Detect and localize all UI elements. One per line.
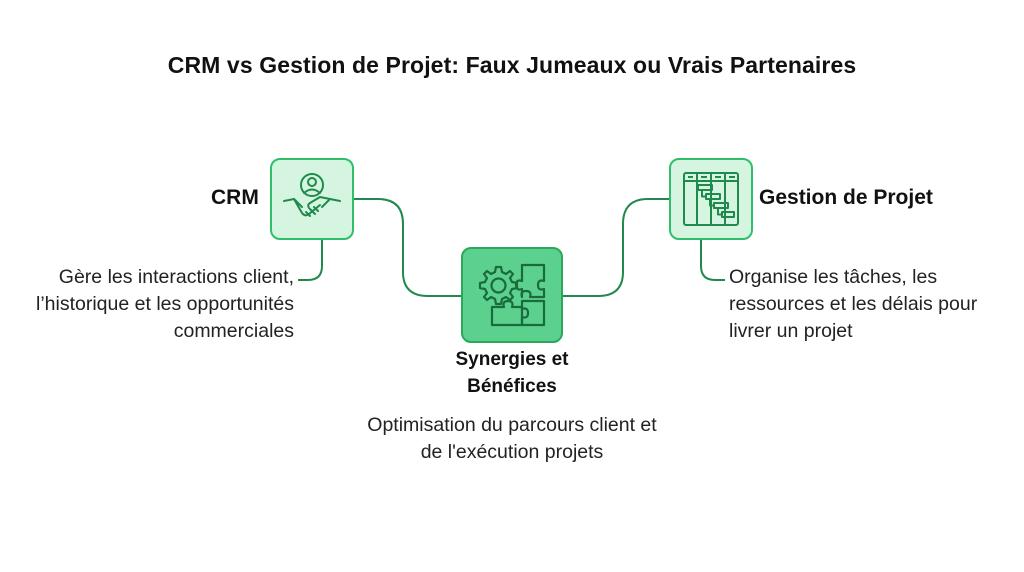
gear-puzzle-icon — [478, 263, 546, 327]
crm-label: CRM — [211, 186, 259, 209]
connector-gestion-description — [700, 240, 725, 281]
synergies-description: Optimisation du parcours client et de l'… — [367, 414, 657, 463]
handshake-person-icon — [283, 173, 341, 217]
gantt-chart-icon — [683, 172, 739, 226]
gestion-description: Organise les tâches, les ressources et l… — [729, 266, 978, 342]
page-title: CRM vs Gestion de Projet: Faux Jumeaux o… — [167, 52, 857, 78]
gestion-label: Gestion de Projet — [759, 186, 933, 209]
crm-icon-box — [270, 158, 354, 240]
crm-description: Gère les interactions client, l’historiq… — [36, 266, 294, 342]
connector-synergies-gestion — [563, 198, 669, 297]
synergies-icon-box — [461, 247, 563, 343]
gestion-icon-box — [669, 158, 753, 240]
connector-crm-synergies — [354, 198, 461, 297]
connector-crm-description — [298, 240, 323, 281]
synergies-label: Synergies et Bénéfices — [455, 349, 569, 397]
